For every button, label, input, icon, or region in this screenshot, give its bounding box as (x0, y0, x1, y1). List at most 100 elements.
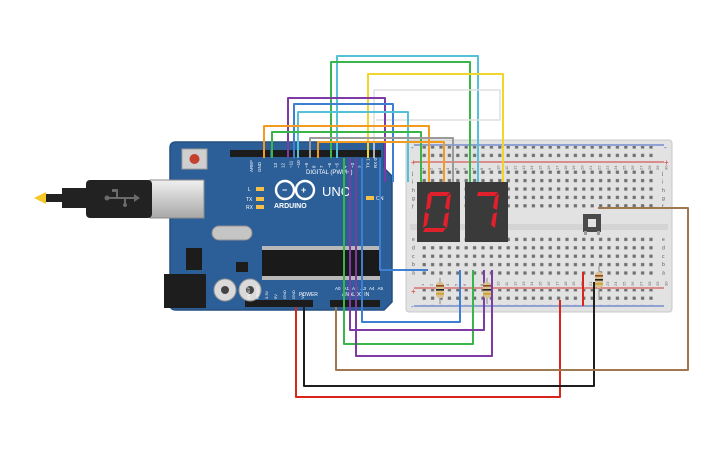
seven-segment-display-2[interactable] (465, 182, 508, 242)
led-rx-label: RX (246, 205, 254, 211)
atmega-chip (262, 250, 380, 276)
wire-yellow[interactable] (367, 73, 504, 182)
power-jack (164, 274, 206, 308)
seven-segment-display-1[interactable] (417, 182, 460, 242)
aref-label: AREF (249, 160, 254, 172)
wire-orange-2[interactable] (317, 141, 445, 182)
band-1 (595, 275, 603, 277)
row-letter: f (412, 205, 414, 211)
arduino-uno[interactable]: L TX RX ON − + ARDUINO UNO DIGITAL (PWM~… (34, 141, 393, 311)
digital-pin-label: ~9 (304, 162, 309, 168)
wire-green-bottom[interactable] (343, 158, 474, 345)
led-tx-label: TX (246, 197, 253, 203)
segment-d (423, 228, 446, 232)
digital-pin-label: 13 (273, 162, 278, 168)
wire-purple-2[interactable] (349, 158, 485, 331)
center-channel (410, 224, 668, 230)
arduino-logo-icon (274, 179, 316, 201)
column-number: 15 (538, 281, 543, 286)
column-number: 19 (571, 281, 576, 286)
pushbutton-leg-2 (597, 231, 600, 235)
column-numbers: 1122334455667788991010111112121313141415… (420, 165, 669, 286)
row-letter: b (412, 262, 415, 268)
column-number: 26 (630, 281, 635, 286)
row-letter: h (662, 188, 665, 194)
led-on (366, 196, 374, 200)
column-number: 8 (479, 283, 484, 286)
wire-cyan-2[interactable] (297, 111, 409, 182)
column-number: 3 (437, 167, 442, 170)
row-letter: c (412, 254, 415, 260)
column-number: 1 (420, 167, 425, 170)
digital-header (273, 150, 381, 157)
row-letter: e (412, 237, 415, 243)
wires (263, 55, 689, 398)
digital-pin-label: ~11 (288, 160, 293, 168)
digital-pin-label: ~10 (296, 160, 301, 168)
column-number: 4 (445, 283, 450, 286)
row-letter: a (412, 271, 415, 277)
band-1 (436, 285, 444, 287)
segment-e (423, 212, 429, 228)
led-rx (256, 205, 264, 209)
column-number: 23 (605, 165, 610, 170)
resistor-right[interactable] (595, 266, 603, 300)
wire-purple-top[interactable] (287, 97, 386, 182)
small-ic (236, 262, 248, 272)
column-number: 21 (588, 281, 593, 286)
digital-pin-label: TX 1 (365, 158, 370, 168)
rail-top-holes (422, 146, 657, 161)
column-number: 12 (512, 281, 517, 286)
usb-cable-strain (62, 188, 88, 208)
column-number: 15 (538, 165, 543, 170)
column-number: 18 (563, 281, 568, 286)
digital-pin-label: 8 (312, 165, 317, 168)
row-letter: d (412, 245, 415, 251)
wire-blue-bottom[interactable] (361, 158, 461, 323)
wire-orange-top[interactable] (263, 125, 430, 182)
column-number: 13 (521, 281, 526, 286)
wire-blue-short[interactable] (379, 158, 428, 271)
row-letter: j (661, 171, 663, 177)
rail-plus-label-top: + (411, 158, 416, 167)
resistor-left[interactable] (436, 278, 444, 304)
power-pin-label: IOREF (246, 286, 251, 299)
pushbutton-leg-1 (584, 231, 587, 235)
wire-red-5v[interactable] (295, 300, 561, 398)
led-l (256, 187, 264, 191)
digital-pin-label: ~5 (335, 162, 340, 168)
column-number: 28 (647, 165, 652, 170)
power-pin-label: Vin (300, 293, 305, 299)
wire-green-top[interactable] (330, 61, 471, 182)
pushbutton-cap[interactable] (588, 219, 596, 227)
row-letter: j (411, 171, 413, 177)
pushbutton[interactable] (583, 214, 601, 235)
column-number: 28 (647, 281, 652, 286)
terminal-strip-bottom (422, 236, 657, 278)
row-letter: e (662, 237, 665, 243)
wire-cyan[interactable] (336, 55, 479, 182)
wire-brown-signal[interactable] (335, 207, 689, 371)
rail-minus-label-bottom: - (411, 302, 414, 311)
wire-black-gnd[interactable] (303, 300, 595, 387)
column-number: 26 (630, 165, 635, 170)
column-number: 27 (638, 281, 643, 286)
display-1-segments (423, 192, 451, 232)
led-tx (256, 197, 264, 201)
wire-purple-bottom[interactable] (355, 158, 493, 357)
column-number: 1 (420, 283, 425, 286)
column-number: 2 (428, 167, 433, 170)
column-number: 25 (622, 281, 627, 286)
column-number: 4 (445, 167, 450, 170)
segment-c (491, 212, 497, 228)
reset-button-cap[interactable] (189, 154, 200, 164)
display-2-segments (477, 192, 499, 228)
wire-green-2[interactable] (271, 131, 422, 182)
column-number: 27 (638, 165, 643, 170)
column-number: 2 (428, 283, 433, 286)
digital-pin-label: ~6 (327, 162, 332, 168)
resistor-mid[interactable] (483, 278, 491, 304)
wire-gray[interactable] (309, 137, 454, 182)
usb-end-icon (34, 192, 46, 204)
column-number: 5 (454, 167, 459, 170)
